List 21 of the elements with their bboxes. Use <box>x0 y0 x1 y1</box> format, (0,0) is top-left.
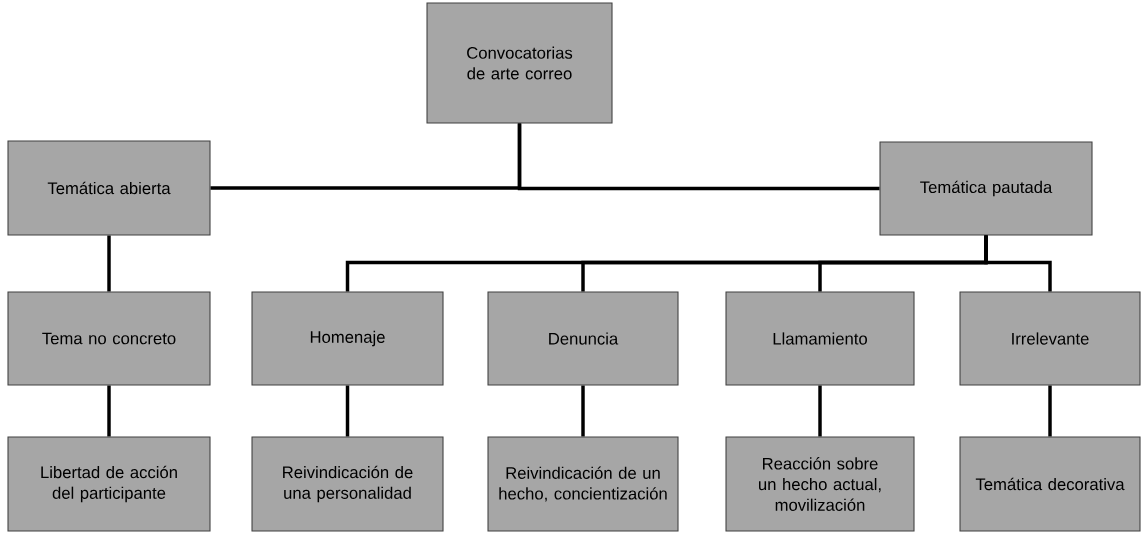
connector-line <box>984 235 1052 292</box>
process-box: Denuncia <box>487 291 679 386</box>
process-box: Llamamiento <box>725 291 915 386</box>
connector-line <box>1048 385 1052 437</box>
process-box: Irrelevante <box>959 291 1141 386</box>
process-box: Temática abierta <box>7 140 211 236</box>
process-box: Reacción sobre un hecho actual, movilización <box>725 436 915 532</box>
process-box: Reivindicación de una personalidad <box>251 436 444 532</box>
connector-line <box>818 385 822 437</box>
connector-line <box>107 385 111 437</box>
connector-line <box>581 385 585 437</box>
process-box: Convocatorias de arte correo <box>426 2 613 124</box>
process-box: Temática decorativa <box>959 436 1141 532</box>
process-box: Tema no concreto <box>7 291 211 386</box>
connector-line <box>517 123 880 191</box>
process-box: Reivindicación de un hecho, concientización <box>487 436 679 532</box>
process-box: Homenaje <box>251 291 444 386</box>
process-box: Libertad de acción del participante <box>7 436 211 532</box>
connector-line <box>107 235 111 292</box>
process-box: Temática pautada <box>879 141 1093 236</box>
connector-line <box>345 385 350 437</box>
